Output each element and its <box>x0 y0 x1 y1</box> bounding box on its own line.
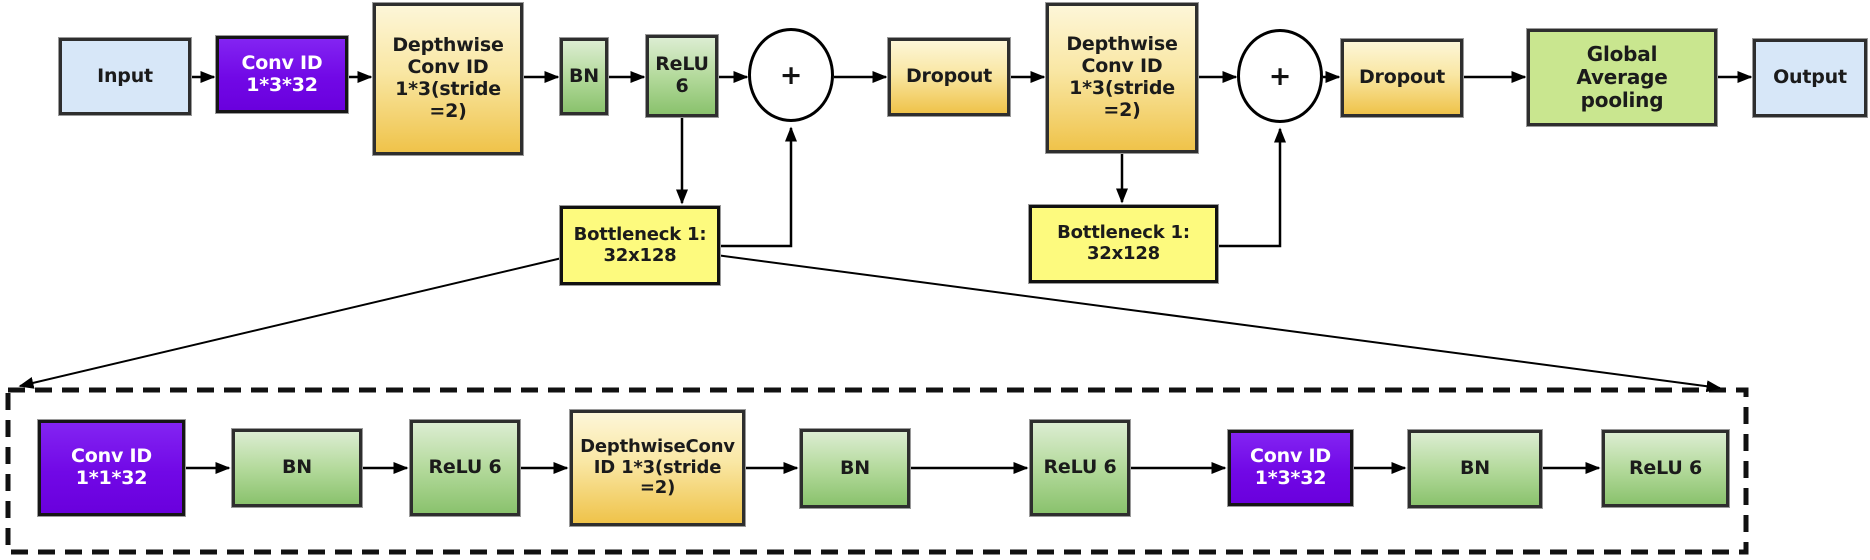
node-dropout-2: Dropout <box>1340 38 1464 118</box>
node-global-average-pooling: Global Average pooling <box>1526 28 1718 127</box>
dashed-expansion-box <box>5 387 1749 555</box>
detail-node-relu6-3: ReLU 6 <box>1601 429 1730 508</box>
detail-node-conv-1x1x32: Conv ID 1*1*32 <box>37 419 186 517</box>
detail-node-relu6-2: ReLU 6 <box>1029 419 1131 517</box>
node-depthwise-conv-2: Depthwise Conv ID 1*3(stride =2) <box>1045 2 1199 154</box>
expansion-line-left <box>18 257 563 389</box>
bottleneck-box-1: Bottleneck 1: 32x128 <box>559 205 721 286</box>
detail-node-relu6-1: ReLU 6 <box>409 419 521 517</box>
detail-node-conv-1x3x32: Conv ID 1*3*32 <box>1227 429 1354 507</box>
add-junction-1: + <box>748 28 834 122</box>
detail-node-bn-1: BN <box>231 428 363 508</box>
detail-node-bn-3: BN <box>1407 429 1543 509</box>
add-junction-2: + <box>1237 29 1323 123</box>
bottleneck-box-2: Bottleneck 1: 32x128 <box>1028 204 1219 284</box>
detail-node-bn-2: BN <box>799 428 911 509</box>
node-input: Input <box>58 37 192 116</box>
node-conv-1x3x32: Conv ID 1*3*32 <box>215 35 349 114</box>
node-output: Output <box>1752 38 1868 118</box>
node-bn-top: BN <box>559 37 609 116</box>
node-relu6-top: ReLU 6 <box>645 34 719 118</box>
expansion-line-right <box>715 254 1722 393</box>
node-depthwise-conv-1: Depthwise Conv ID 1*3(stride =2) <box>372 2 524 156</box>
node-dropout-1: Dropout <box>887 37 1011 117</box>
flow-arrows <box>185 71 1753 474</box>
detail-node-depthwise-conv: DepthwiseConv ID 1*3(stride =2) <box>569 409 746 527</box>
